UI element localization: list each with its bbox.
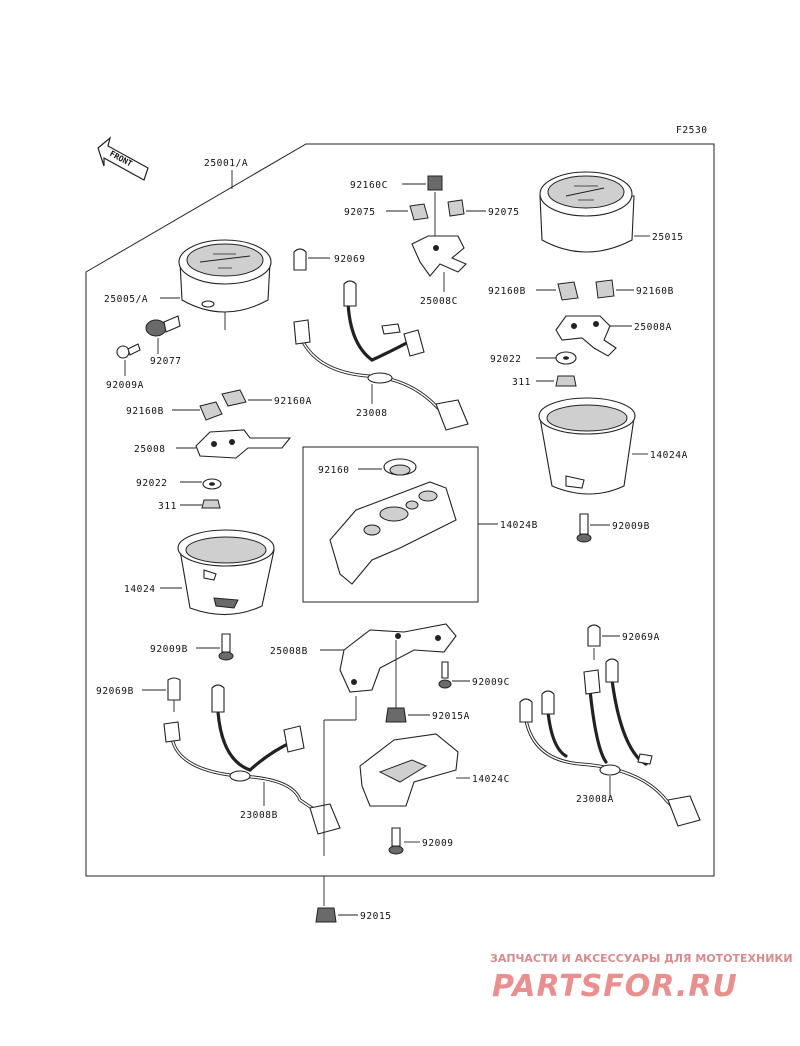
label-92009c: 92009C [472, 677, 510, 688]
figure-code: F2530 [676, 125, 708, 136]
harness-23008b-icon [163, 684, 341, 835]
bulb-92069b-icon [167, 677, 181, 712]
label-311-left: 311 [158, 501, 177, 512]
label-92160c: 92160C [350, 180, 388, 191]
grommet-right-1-icon [557, 281, 579, 301]
meter-panel-14024b-icon [329, 481, 457, 585]
label-92160b-right-1: 92160B [488, 286, 526, 297]
meter-cover-left-icon [177, 529, 275, 616]
grommet-92160c-icon [427, 175, 443, 191]
cable-nut-icon [145, 315, 181, 354]
label-92015: 92015 [360, 911, 392, 922]
meter-cover-right-icon [538, 397, 636, 495]
label-92160b-right-2: 92160B [636, 286, 674, 297]
label-25005a: 25005/A [104, 294, 148, 305]
label-92009: 92009 [422, 838, 454, 849]
label-23008b: 23008B [240, 810, 278, 821]
inner-box [302, 446, 479, 603]
label-92160: 92160 [318, 465, 350, 476]
label-14024: 14024 [124, 584, 156, 595]
label-25008a: 25008A [634, 322, 672, 333]
label-92022-left: 92022 [136, 478, 168, 489]
screw-92009b-right-icon [576, 513, 592, 543]
label-25008b: 25008B [270, 646, 308, 657]
label-92069b: 92069B [96, 686, 134, 697]
nut-right-icon [555, 375, 577, 387]
harness-23008a-icon [519, 658, 701, 827]
washer-left-icon [202, 478, 222, 490]
bracket-25008b-icon [339, 623, 457, 693]
label-14024c: 14024C [472, 774, 510, 785]
bracket-25008-icon [195, 429, 292, 459]
screw-92009b-left-icon [218, 633, 234, 661]
speedometer-left-icon [178, 239, 272, 330]
screw-92009c-icon [438, 661, 452, 689]
label-92009b-right: 92009B [612, 521, 650, 532]
grommet-right-2-icon [595, 279, 615, 299]
grommet-92075-left-icon [409, 203, 429, 221]
label-92075-left: 92075 [344, 207, 376, 218]
grommet-92160-icon [383, 458, 417, 476]
assembly-frame [85, 143, 715, 877]
label-92022-right: 92022 [490, 354, 522, 365]
label-25008c: 25008C [420, 296, 458, 307]
nut-92015a-icon [385, 707, 407, 723]
label-92160a: 92160A [274, 396, 312, 407]
bulb-92069-icon [293, 248, 307, 271]
label-25001a: 25001/A [204, 158, 248, 169]
cover-14024c-icon [359, 733, 459, 807]
label-92015a: 92015A [432, 711, 470, 722]
label-92009b-left: 92009B [150, 644, 188, 655]
washer-right-icon [555, 351, 577, 365]
label-92069: 92069 [334, 254, 366, 265]
watermark-tagline: ЗАПЧАСТИ И АКСЕССУАРЫ ДЛЯ МОТОТЕХНИКИ [490, 952, 793, 965]
label-92160b-left: 92160B [126, 406, 164, 417]
tachometer-right-icon [539, 171, 635, 253]
watermark-logo: PARTSFOR.RU [492, 969, 738, 1004]
label-92069a: 92069A [622, 632, 660, 643]
nut-left-icon [201, 499, 221, 509]
bracket-25008c-icon [411, 235, 467, 277]
label-311-right: 311 [512, 377, 531, 388]
label-14024b: 14024B [500, 520, 538, 531]
grommet-92075-right-icon [447, 199, 465, 217]
harness-23008-icon [293, 280, 469, 431]
screw-92009-icon [388, 827, 404, 855]
label-92077: 92077 [150, 356, 182, 367]
label-92009a: 92009A [106, 380, 144, 391]
label-14024a: 14024A [650, 450, 688, 461]
bulb-92069a-icon [587, 624, 601, 647]
label-92075-right: 92075 [488, 207, 520, 218]
nut-92015-icon [315, 907, 337, 923]
label-23008a: 23008A [576, 794, 614, 805]
label-23008: 23008 [356, 408, 388, 419]
front-arrow-icon: FRONT [97, 136, 149, 181]
label-25015: 25015 [652, 232, 684, 243]
grommet-left-icon [199, 389, 247, 421]
label-25008: 25008 [134, 444, 166, 455]
screw-92009a-icon [116, 343, 141, 376]
bracket-25008a-icon [555, 315, 617, 357]
